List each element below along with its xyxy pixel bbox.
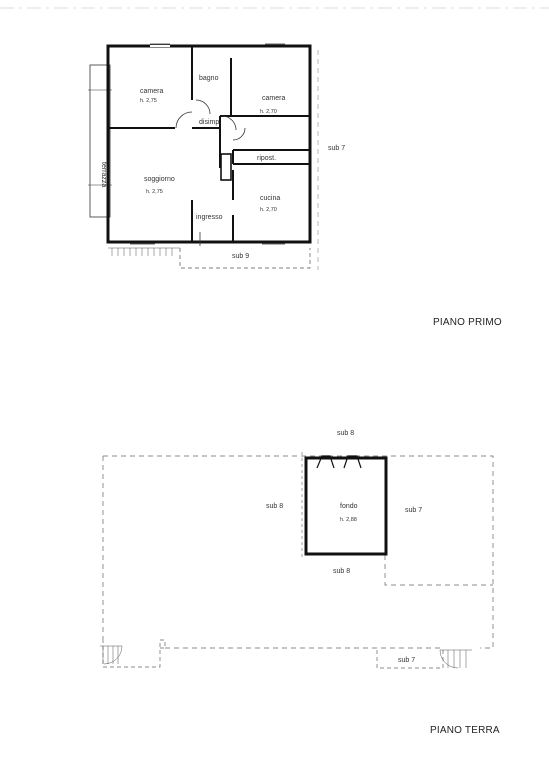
ground-sub8-below-label: sub 8 [333,568,350,575]
bottom-hatch [108,247,180,256]
room-height-soggiorno: h. 2,75 [146,189,163,195]
first-floor-plan: camera h. 2,75 bagno disimp. camera h. 2… [88,43,502,328]
sub7-area-boundary [384,456,493,586]
first-floor-outer-wall [106,44,312,244]
ground-sub8-left-label: sub 8 [266,503,283,510]
chimney-block [220,153,232,181]
ground-hatch-right [439,649,472,669]
room-height-camera-right: h. 2,70 [260,109,277,115]
terrace-outline [89,64,111,218]
room-label-bagno: bagno [199,75,219,82]
windows [130,43,285,246]
room-height-camera-left: h. 2,75 [140,98,157,104]
fondo-room-wall [304,456,388,556]
door-swings [175,99,246,141]
ground-sub8-top-label: sub 8 [337,430,354,437]
ground-hatch-left [100,645,123,665]
fondo-openings [316,455,362,469]
room-label-soggiorno: soggiorno [144,176,175,183]
room-height-fondo: h. 2,88 [340,517,357,523]
room-label-cucina: cucina [260,195,280,202]
interior-walls [108,46,310,242]
room-label-camera-right: camera [262,95,285,102]
ground-outer-boundary-right [103,455,494,649]
ground-sub7-bottom-label: sub 7 [398,657,415,664]
ground-floor-plan: fondo h. 2,88 sub 8 sub 8 sub 7 sub 8 su… [100,430,500,736]
room-label-camera-left: camera [140,88,163,95]
terrace-label: terrazza [100,162,107,187]
room-label-ingresso: ingresso [196,214,223,221]
ground-floor-title: PIANO TERRA [430,725,500,736]
ground-bottom-left-boundary [102,639,166,668]
first-floor-sub7-label: sub 7 [328,145,345,152]
first-floor-sub9-label: sub 9 [232,253,249,260]
room-height-cucina: h. 2,70 [260,207,277,213]
room-label-ripost: ripost. [257,155,276,162]
room-label-fondo: fondo [340,503,358,510]
ground-sub7-right-label: sub 7 [405,507,422,514]
sub7-bottom-boundary [376,650,444,669]
sub9-boundary [179,248,311,269]
first-floor-title: PIANO PRIMO [433,317,502,328]
room-label-disimp: disimp. [199,119,221,126]
